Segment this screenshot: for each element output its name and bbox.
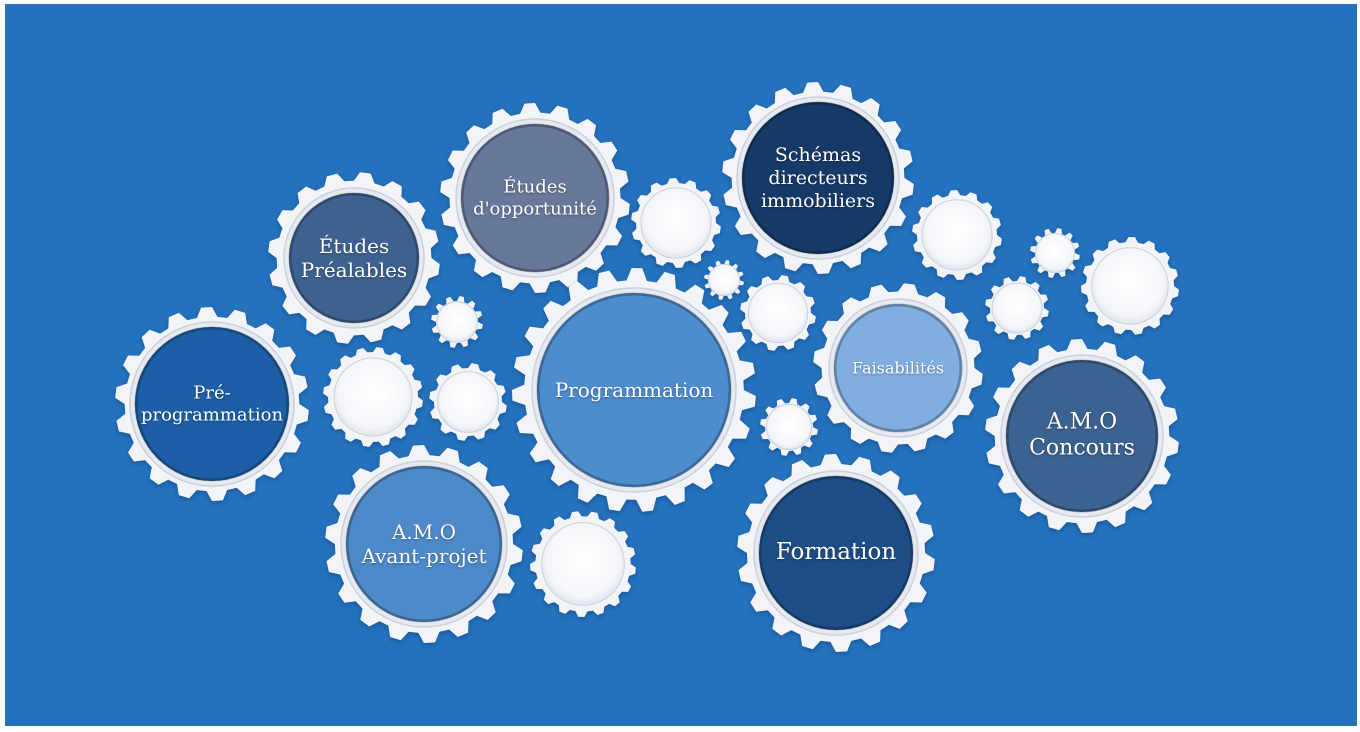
small-gear-icon (760, 398, 818, 456)
gear-amo-concours-icon (985, 339, 1179, 533)
small-gear-icon (429, 363, 507, 441)
small-gear-icon (431, 296, 483, 348)
gear-formation-icon (737, 454, 935, 652)
gear-etudes-prealables-icon (268, 172, 440, 344)
small-gear-icon (1081, 237, 1179, 335)
gear-amo-avant-projet-icon (325, 445, 523, 643)
gear-schemas-directeurs-icon (722, 82, 914, 274)
gear-pre-programmation-icon (115, 307, 309, 501)
small-gear-icon (323, 347, 423, 447)
small-gear-icon (740, 275, 816, 351)
small-gear-icon (530, 511, 636, 617)
small-gear-icon (704, 260, 744, 300)
gear-etudes-opportunite-icon (440, 103, 630, 293)
small-gear-icon (912, 190, 1002, 280)
small-gear-icon (1030, 228, 1080, 278)
small-gear-icon (631, 178, 721, 268)
gear-faisabilites-icon (813, 283, 983, 453)
small-gear-icon (985, 276, 1049, 340)
gear-programmation-icon (512, 268, 756, 512)
